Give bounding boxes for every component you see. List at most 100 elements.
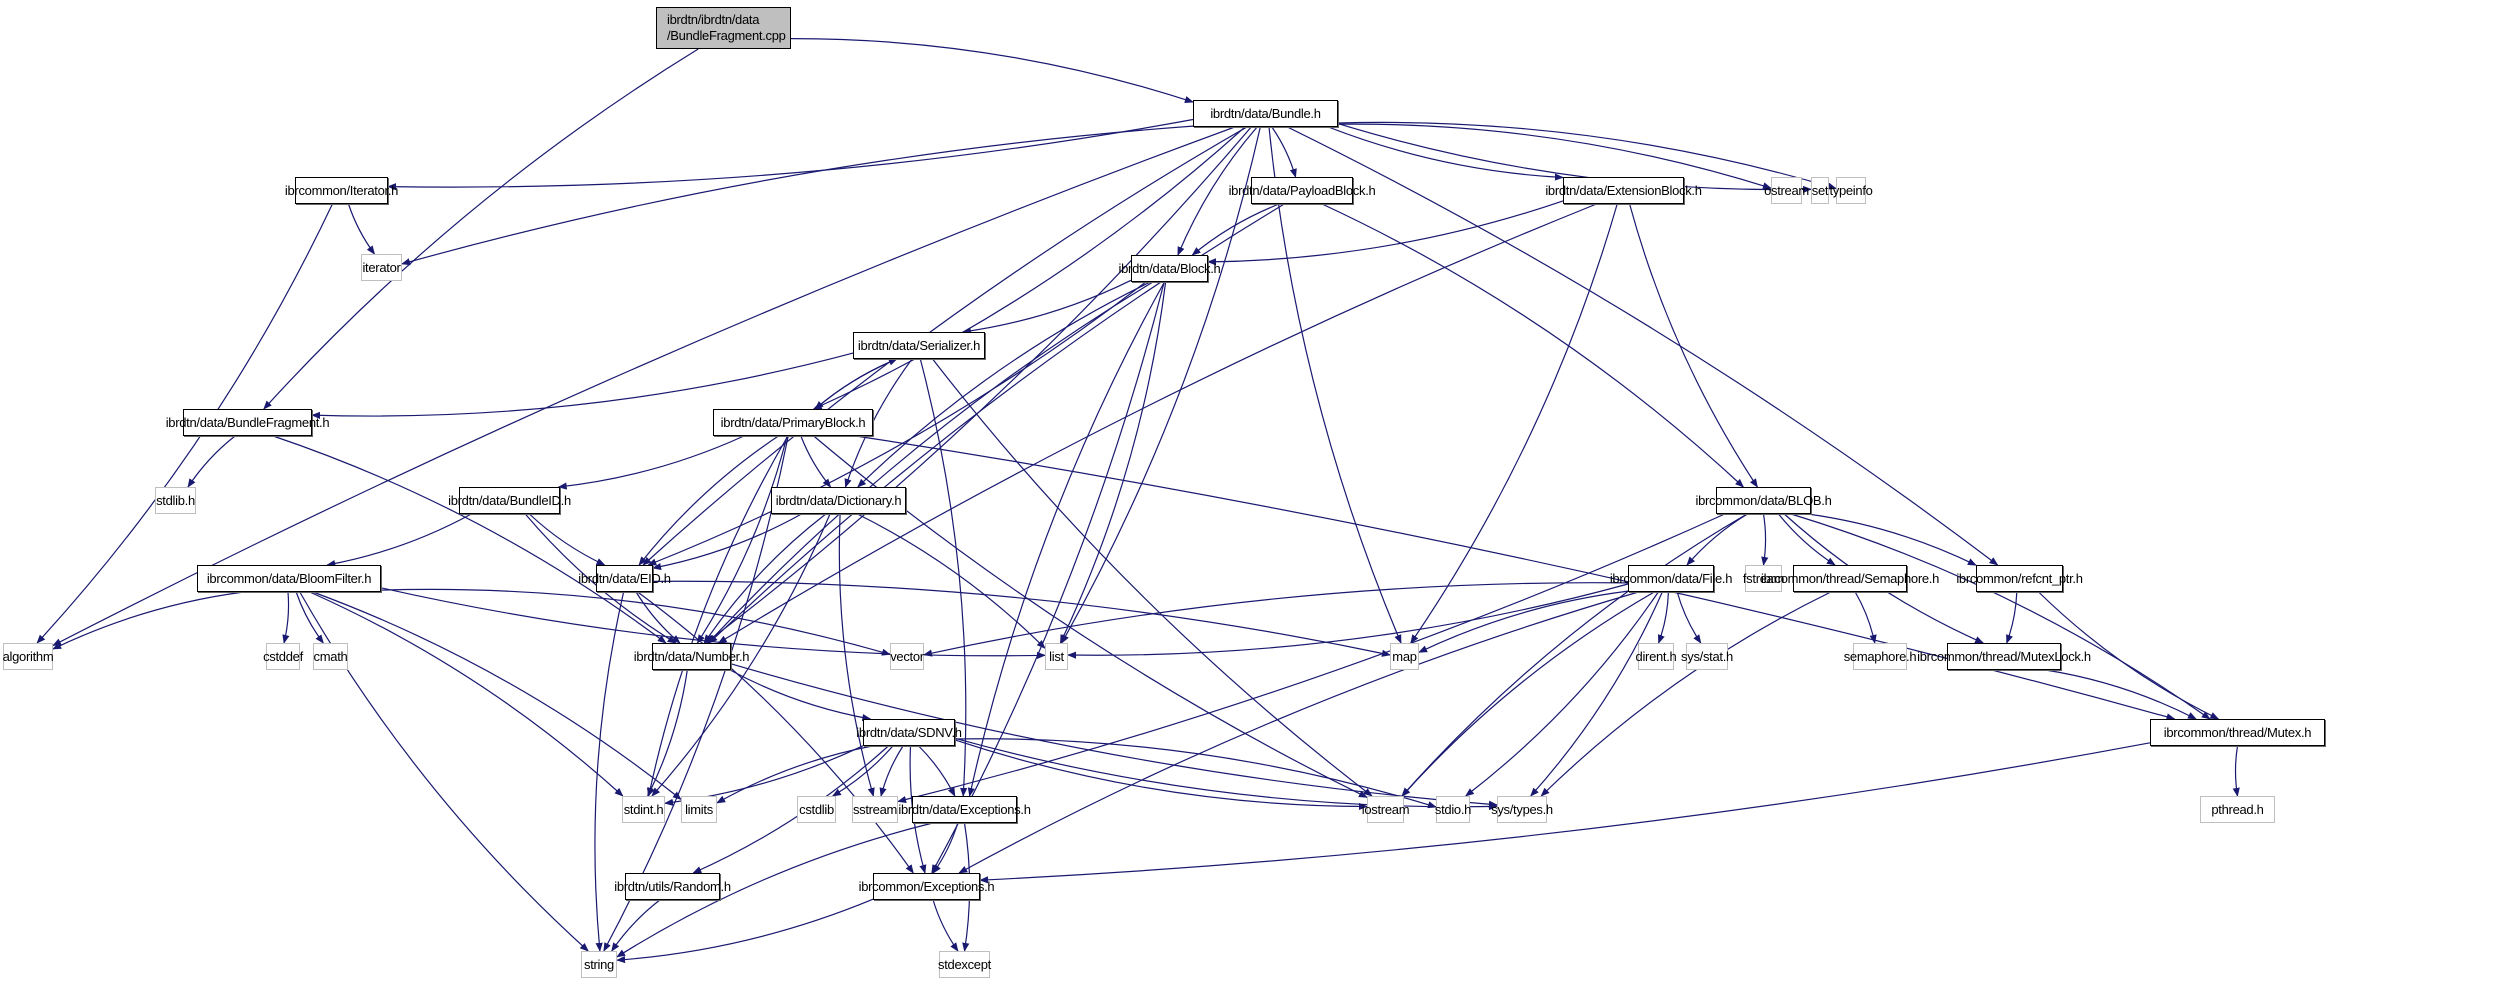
node-file-h[interactable]: ibrcommon/data/File.h: [1610, 565, 1732, 592]
edge-block-to-comexc: [931, 281, 1165, 874]
edge-bundle-to-map: [1268, 126, 1402, 644]
edge-payload-to-block: [1191, 203, 1280, 256]
edge-blob-to-sstream: [897, 513, 1725, 804]
node-semaphore-h[interactable]: semaphore.h: [1844, 643, 1917, 670]
edge-iterh-to-iterator: [347, 203, 376, 255]
edge-block-to-eid: [647, 281, 1147, 566]
node-ostream[interactable]: ostream: [1764, 177, 1809, 204]
node-bundleid-h[interactable]: ibrdtn/data/BundleID.h: [448, 487, 571, 514]
edge-file-to-systypes: [1530, 591, 1663, 797]
node-extensionblock-h[interactable]: ibrdtn/data/ExtensionBlock.h: [1545, 177, 1702, 204]
node-bloomfilter-h[interactable]: ibrcommon/data/BloomFilter.h: [197, 565, 381, 592]
node-ibrdtn-exceptions-h[interactable]: ibrdtn/data/Exceptions.h: [898, 796, 1031, 823]
edge-blob-to-file: [1686, 513, 1748, 566]
node-random-h[interactable]: ibrdtn/utils/Random.h: [614, 873, 731, 900]
node-dictionary-h[interactable]: ibrdtn/data/Dictionary.h: [771, 487, 906, 514]
edge-blob-to-iostream: [1401, 513, 1748, 797]
edge-file-to-list: [1067, 583, 1629, 659]
edge-sdnv-to-iostream: [954, 739, 1368, 811]
edge-extension-to-blob: [1629, 203, 1758, 488]
edge-primary-to-stdint: [646, 435, 789, 797]
edge-sdnv-to-dtnexc: [918, 745, 956, 797]
node-typeinfo[interactable]: typeinfo: [1829, 177, 1873, 204]
node-set[interactable]: set: [1811, 177, 1829, 204]
edge-bundle-to-set: [1337, 123, 1812, 194]
edge-sdnv-to-cstdlib: [831, 745, 894, 797]
node-mutexlock-h[interactable]: ibrcommon/thread/MutexLock.h: [1917, 643, 2091, 670]
node-cmath[interactable]: cmath: [313, 643, 348, 670]
node-sys-stat-h[interactable]: sys/stat.h: [1681, 643, 1733, 670]
edge-serializer-to-dictionary: [844, 358, 913, 488]
node-limits[interactable]: limits: [681, 796, 717, 823]
node-bundlefragment-cpp[interactable]: ibrdtn/ibrdtn/data /BundleFragment.cpp: [656, 7, 791, 49]
node-number-h[interactable]: ibrdtn/data/Number.h: [634, 643, 750, 670]
node-serializer-h[interactable]: ibrdtn/data/Serializer.h: [853, 332, 985, 359]
edge-dictionary-to-list: [857, 513, 1046, 649]
edge-bloom-to-limits: [312, 591, 682, 800]
node-primaryblock-h[interactable]: ibrdtn/data/PrimaryBlock.h: [713, 409, 873, 436]
edge-bfcpp-to-bundle: [790, 37, 1194, 104]
node-ibrcommon-exceptions-h[interactable]: ibrcommon/Exceptions.h: [859, 873, 995, 900]
node-sstream[interactable]: sstream: [852, 796, 898, 823]
edge-sdnv-to-systypes: [954, 737, 1498, 811]
edge-dictionary-to-eid: [652, 513, 802, 571]
node-map[interactable]: map: [1390, 643, 1419, 670]
edge-eid-to-map: [652, 580, 1391, 657]
node-ibrcommon-iterator-h[interactable]: ibrcommon/Iterator.h: [285, 177, 398, 204]
node-vector[interactable]: vector: [890, 643, 924, 670]
node-refcnt-ptr-h[interactable]: ibrcommon/refcnt_ptr.h: [1956, 565, 2083, 592]
node-sys-types-h[interactable]: sys/types.h: [1491, 796, 1553, 823]
edge-random-to-string: [611, 899, 661, 952]
edge-primary-to-bundleid: [557, 435, 745, 490]
edge-bloom-to-list: [380, 587, 1046, 660]
node-bundlefragment-h[interactable]: ibrdtn/data/BundleFragment.h: [166, 409, 330, 436]
edge-refcnt-to-mutexlock: [2006, 591, 2018, 644]
node-stdio-h[interactable]: stdio.h: [1435, 796, 1471, 823]
node-iterator[interactable]: iterator: [361, 254, 402, 281]
edge-number-to-stdint: [647, 669, 688, 797]
edge-number-to-sdnv: [729, 669, 872, 722]
node-dirent-h[interactable]: dirent.h: [1636, 643, 1677, 670]
node-iostream[interactable]: iostream: [1362, 796, 1410, 823]
edge-bundleid-to-eid: [528, 513, 606, 566]
edge-refcnt-to-mutex: [2038, 591, 2220, 720]
node-cstddef[interactable]: cstddef: [263, 643, 303, 670]
edge-bloom-to-vector: [380, 588, 891, 656]
edge-mutex-to-comexc: [979, 742, 2151, 884]
edge-blob-to-semaphoreh: [1778, 513, 1836, 566]
edge-bloom-to-cstddef: [282, 591, 290, 644]
node-payloadblock-h[interactable]: ibrdtn/data/PayloadBlock.h: [1229, 177, 1376, 204]
edge-primary-to-number: [696, 435, 788, 644]
node-eid-h[interactable]: ibrdtn/data/EID.h: [578, 565, 671, 592]
node-list[interactable]: list: [1045, 643, 1068, 670]
edge-block-to-list: [1059, 281, 1167, 644]
node-algorithm[interactable]: algorithm: [3, 643, 54, 670]
node-stdint-h[interactable]: stdint.h: [622, 796, 665, 823]
edge-bloom-to-cmath: [295, 591, 324, 644]
edge-bundle-to-block: [1177, 126, 1258, 256]
node-block-h[interactable]: ibrdtn/data/Block.h: [1119, 255, 1221, 282]
node-fstream[interactable]: fstream: [1743, 565, 1784, 592]
edge-bfh-to-stdlib: [187, 435, 236, 488]
node-sdnv-h[interactable]: ibrdtn/data/SDNV.h: [856, 719, 962, 746]
node-blob-h[interactable]: ibrcommon/data/BLOB.h: [1695, 487, 1832, 514]
edge-blob-to-mutex: [1790, 513, 2211, 720]
node-cstdlib[interactable]: cstdlib: [797, 796, 836, 823]
node-pthread-h[interactable]: pthread.h: [2200, 796, 2275, 823]
edge-bundle-to-ostream: [1337, 123, 1772, 190]
edge-bundle-to-algorithm: [52, 126, 1235, 647]
edge-comexc-to-string: [616, 898, 874, 964]
edge-mutexlock-to-mutex: [2045, 669, 2197, 720]
edge-bundle-to-payload: [1271, 126, 1297, 178]
node-string[interactable]: string: [581, 951, 617, 978]
node-stdlib-h[interactable]: stdlib.h: [155, 487, 196, 514]
node-semaphore-header[interactable]: ibrcommon/thread/Semaphore.h: [1761, 565, 1939, 592]
node-mutex-h[interactable]: ibrcommon/thread/Mutex.h: [2150, 719, 2325, 746]
edge-file-to-comexc: [958, 591, 1639, 874]
edge-primary-to-eid: [638, 435, 779, 566]
node-bundle-h[interactable]: ibrdtn/data/Bundle.h: [1193, 100, 1338, 127]
edge-sdnv-to-random: [692, 745, 889, 874]
edge-bfh-to-number: [272, 435, 667, 644]
node-stdexcept[interactable]: stdexcept: [938, 951, 991, 978]
